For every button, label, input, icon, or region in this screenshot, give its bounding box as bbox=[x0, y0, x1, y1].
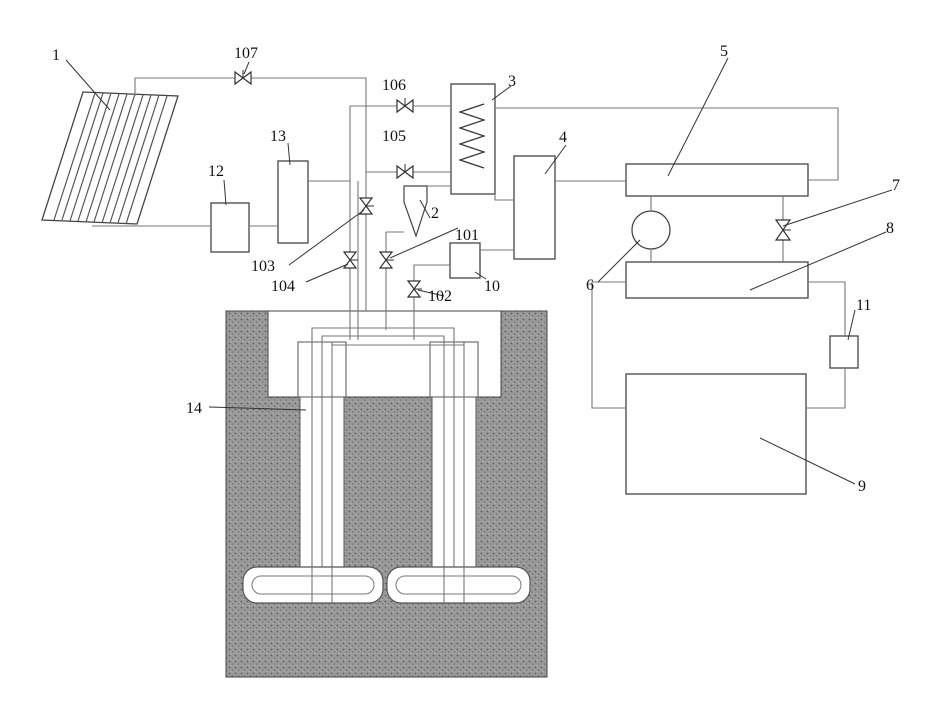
label-1: 1 bbox=[52, 47, 60, 64]
label-105: 105 bbox=[382, 128, 406, 145]
heater-3 bbox=[451, 84, 495, 194]
load-9 bbox=[626, 374, 806, 494]
condenser-5 bbox=[626, 164, 808, 196]
valve-7 bbox=[776, 220, 791, 240]
label-101: 101 bbox=[455, 227, 479, 244]
label-107: 107 bbox=[234, 45, 258, 62]
label-12: 12 bbox=[208, 163, 224, 180]
valve-102 bbox=[408, 281, 422, 297]
pump-12 bbox=[211, 203, 249, 252]
label-13: 13 bbox=[270, 128, 286, 145]
valve-105 bbox=[397, 164, 413, 178]
label-10: 10 bbox=[484, 278, 500, 295]
label-104: 104 bbox=[271, 278, 295, 295]
label-103: 103 bbox=[251, 258, 275, 275]
label-5: 5 bbox=[720, 43, 728, 60]
valve-104 bbox=[344, 252, 358, 268]
label-14: 14 bbox=[186, 400, 202, 417]
valve-107 bbox=[235, 70, 251, 84]
pump-11 bbox=[830, 336, 858, 368]
compressor-6 bbox=[632, 211, 670, 249]
evaporator-8 bbox=[626, 262, 808, 298]
separator-2 bbox=[404, 186, 427, 236]
label-106: 106 bbox=[382, 77, 406, 94]
ground-block bbox=[226, 311, 547, 677]
solar-collector bbox=[42, 92, 178, 224]
label-3: 3 bbox=[508, 73, 516, 90]
valve-106 bbox=[397, 98, 413, 112]
label-102: 102 bbox=[428, 288, 452, 305]
unit-4 bbox=[514, 156, 555, 259]
label-7: 7 bbox=[892, 177, 900, 194]
label-6: 6 bbox=[586, 277, 594, 294]
label-11: 11 bbox=[856, 297, 871, 314]
label-2: 2 bbox=[431, 205, 439, 222]
label-8: 8 bbox=[886, 220, 894, 237]
tank-13 bbox=[278, 161, 308, 243]
valve-101 bbox=[380, 252, 394, 268]
label-9: 9 bbox=[858, 478, 866, 495]
label-4: 4 bbox=[559, 129, 567, 146]
